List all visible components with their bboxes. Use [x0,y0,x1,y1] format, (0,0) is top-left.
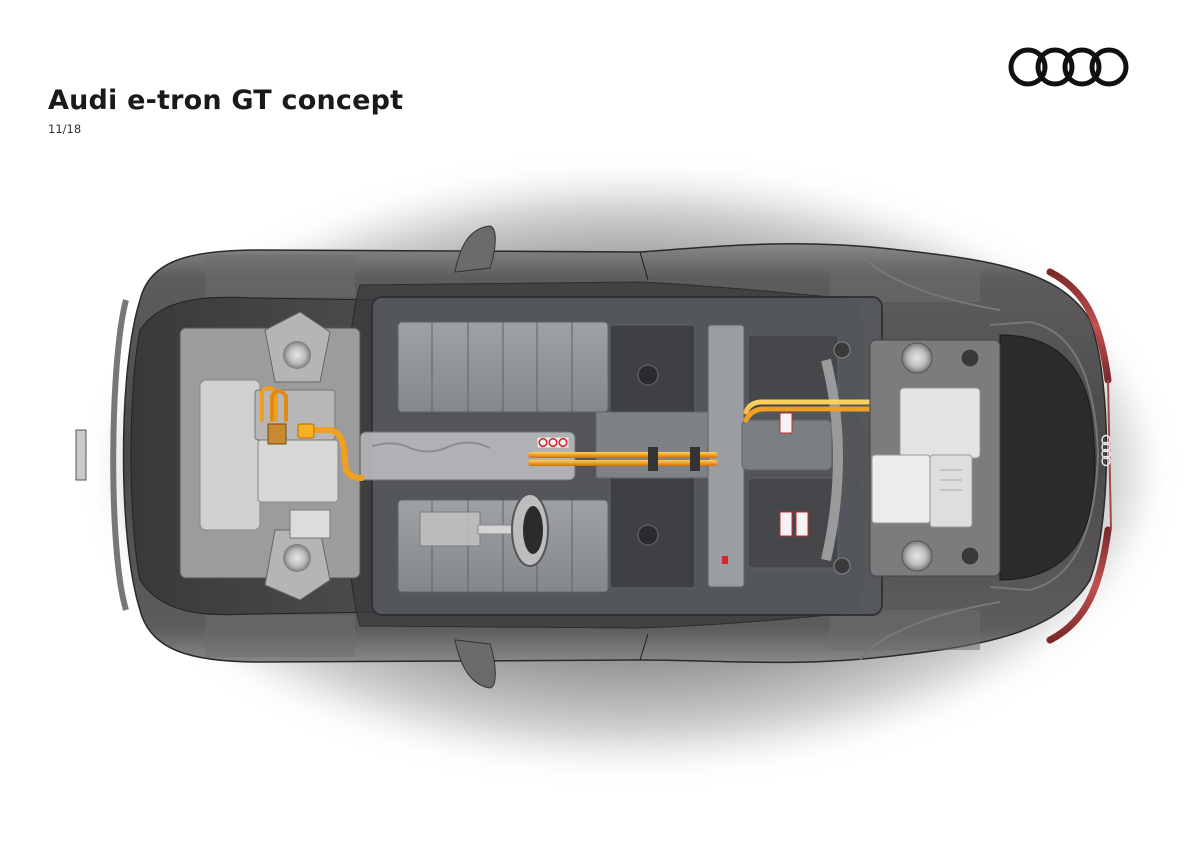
front-power-electronics [257,439,339,503]
taillight-left [1046,268,1112,384]
battery-warning-label-icon [536,436,570,449]
rear-badge-icon [1101,434,1111,467]
mirror-right [454,639,496,689]
rear-electric-motor [899,387,981,459]
rear-power-electronics [871,454,931,524]
audi-rings-logo-icon [1008,47,1129,87]
front-right-tyre [205,615,355,657]
front-grille [75,429,87,481]
rear-trunk [999,334,1096,581]
taillight-right [1046,526,1112,644]
front-left-tyre [205,255,355,297]
page-counter: 11/18 [48,122,82,136]
rear-right-tyre [830,610,980,650]
mirror-left [454,225,496,273]
page-title: Audi e-tron GT concept [48,85,404,116]
battery-modules [397,321,839,593]
front-motor-subframe [179,311,361,601]
steering-assembly [419,493,549,567]
rear-warning-labels-icon [722,412,809,564]
rear-crossmember [821,358,843,562]
rear-left-tyre [830,262,980,302]
high-voltage-cables-front [260,386,365,481]
high-voltage-cables-center [528,447,718,471]
rear-motor-assembly [833,339,1001,577]
